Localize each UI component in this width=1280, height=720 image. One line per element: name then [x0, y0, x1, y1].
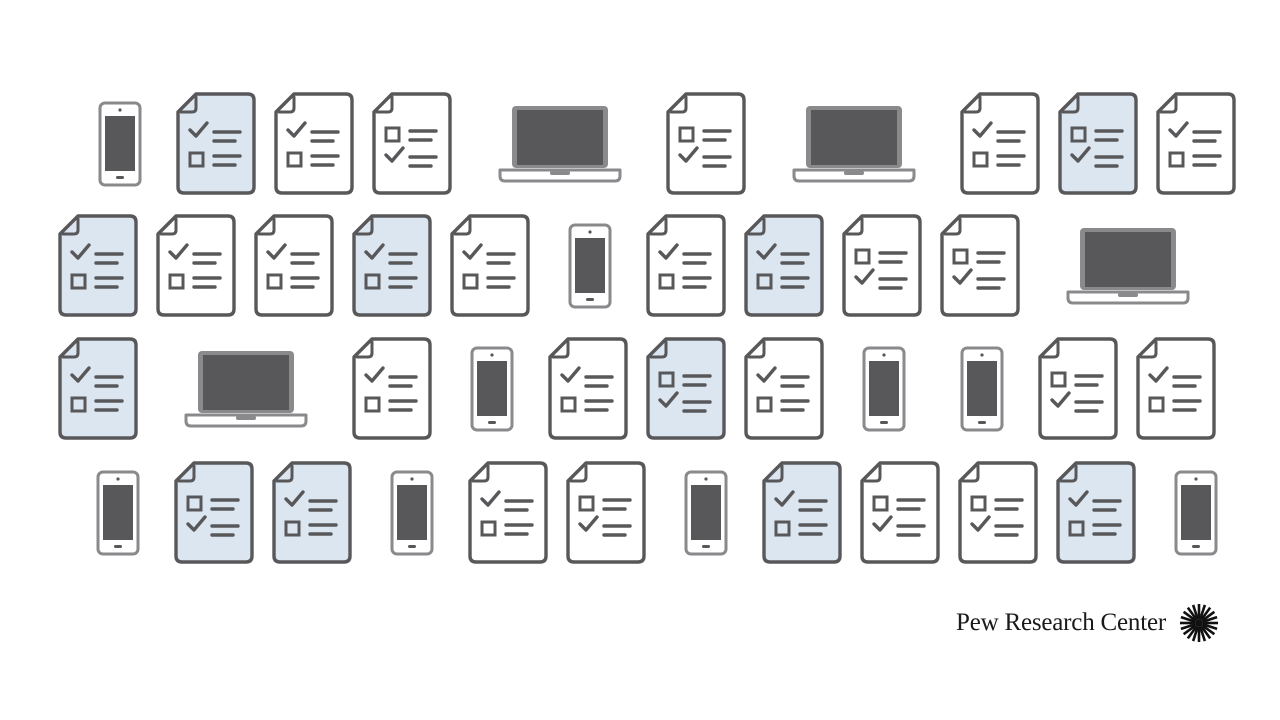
survey-document-icon — [646, 337, 726, 440]
brand-mark: Pew Research Center — [956, 602, 1220, 644]
survey-document-icon — [842, 214, 922, 317]
laptop-icon — [792, 106, 916, 183]
survey-document-icon — [566, 461, 646, 564]
laptop-icon — [184, 351, 308, 428]
smartphone-icon — [1174, 470, 1218, 556]
survey-document-icon — [274, 92, 354, 195]
survey-document-icon — [352, 337, 432, 440]
survey-document-icon — [860, 461, 940, 564]
sunburst-logo-icon — [1180, 604, 1218, 642]
smartphone-icon — [568, 223, 612, 309]
survey-document-icon — [960, 92, 1040, 195]
smartphone-icon — [862, 346, 906, 432]
survey-document-icon — [156, 214, 236, 317]
survey-document-icon — [744, 214, 824, 317]
survey-document-icon — [1038, 337, 1118, 440]
survey-document-icon — [1058, 92, 1138, 195]
survey-document-icon — [958, 461, 1038, 564]
survey-document-icon — [1156, 92, 1236, 195]
survey-document-icon — [58, 214, 138, 317]
brand-name: Pew Research Center — [955, 609, 1166, 636]
smartphone-icon — [960, 346, 1004, 432]
survey-document-icon — [254, 214, 334, 317]
survey-document-icon — [762, 461, 842, 564]
survey-document-icon — [372, 92, 452, 195]
survey-document-icon — [272, 461, 352, 564]
laptop-icon — [1066, 228, 1190, 305]
smartphone-icon — [98, 101, 142, 187]
smartphone-icon — [96, 470, 140, 556]
survey-document-icon — [450, 214, 530, 317]
survey-document-icon — [548, 337, 628, 440]
survey-document-icon — [1136, 337, 1216, 440]
survey-document-icon — [1056, 461, 1136, 564]
survey-document-icon — [744, 337, 824, 440]
smartphone-icon — [684, 470, 728, 556]
survey-icon-grid — [58, 92, 1236, 564]
survey-document-icon — [352, 214, 432, 317]
smartphone-icon — [470, 346, 514, 432]
survey-document-icon — [58, 337, 138, 440]
survey-document-icon — [174, 461, 254, 564]
smartphone-icon — [390, 470, 434, 556]
survey-document-icon — [468, 461, 548, 564]
survey-document-icon — [940, 214, 1020, 317]
laptop-icon — [498, 106, 622, 183]
survey-document-icon — [666, 92, 746, 195]
survey-document-icon — [176, 92, 256, 195]
survey-document-icon — [646, 214, 726, 317]
